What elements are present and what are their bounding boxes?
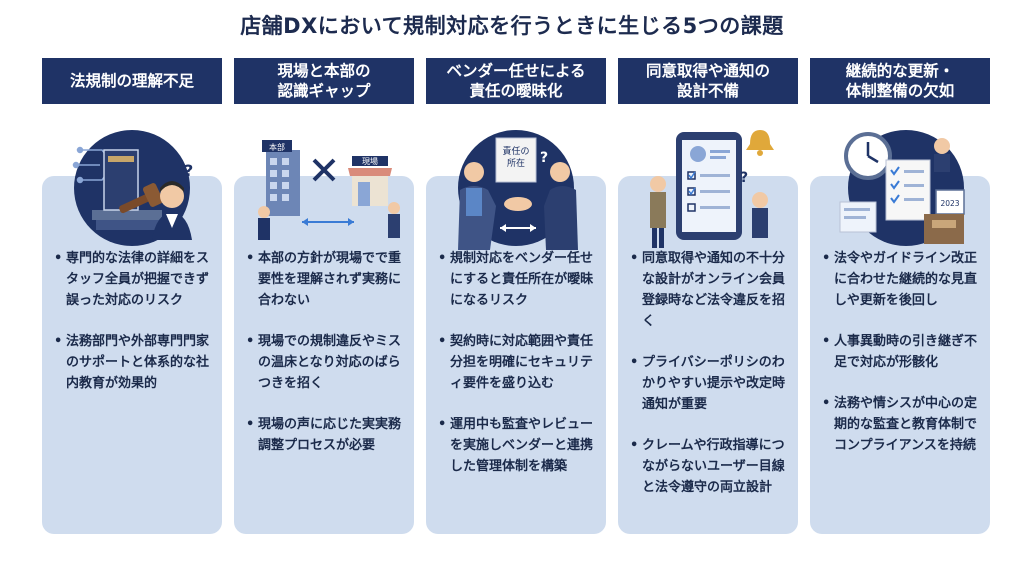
bullet-item: クレームや行政指導につながらないユーザー目線と法令遵守の両立設計 xyxy=(630,435,792,498)
bullet-item: プライバシーポリシのわかりやすい提示や改定時通知が重要 xyxy=(630,352,792,415)
bullet-item: 専門的な法律の詳細をスタッフ全員が把握できず誤った対応のリスク xyxy=(54,248,216,311)
bullet-item: 同意取得や通知の不十分な設計がオンライン会員登録時など法令違反を招く xyxy=(630,248,792,332)
bullet-item: 人事異動時の引き継ぎ不足で対応が形骸化 xyxy=(822,331,984,373)
bullet-item: 規制対応をベンダー任せにすると責任所在が曖昧になるリスク xyxy=(438,248,600,311)
bullet-item: 現場の声に応じた実実務調整プロセスが必要 xyxy=(246,414,408,456)
bullet-item: 契約時に対応範囲や責任分担を明確にセキュリティ要件を盛り込む xyxy=(438,331,600,394)
column-header: 継続的な更新・ 体制整備の欠如 xyxy=(810,58,990,104)
doc-label-2: 所在 xyxy=(507,157,525,169)
bullet-item: 運用中も監査やレビューを実施しベンダーと連携した管理体制を構築 xyxy=(438,414,600,477)
column-vendor-responsibility: ベンダー任せによる 責任の曖昧化 責任の 所在 ? 規制対応をベンダー任せにする… xyxy=(426,58,606,568)
bullet-list: 法令やガイドライン改正に合わせた継続的な見直しや更新を後回し 人事異動時の引き継… xyxy=(822,248,984,476)
bullet-item: 法務や情シスが中心の定期的な監査と教育体制でコンプライアンスを持続 xyxy=(822,393,984,456)
handshake-illustration: 責任の 所在 ? xyxy=(436,110,596,260)
bullet-list: 本部の方針が現場でで重要性を理解されず実務に合わない 現場での規制違反やミスの温… xyxy=(246,248,408,476)
bullet-list: 専門的な法律の詳細をスタッフ全員が把握できず誤った対応のリスク 法務部門や外部専… xyxy=(54,248,216,414)
tablet-consent-illustration: ? xyxy=(628,110,788,260)
svg-text:?: ? xyxy=(184,161,193,180)
column-consent-design: 同意取得や通知の 設計不備 ? 同意取得や通知の不十分な設計がオンライン会員登録… xyxy=(618,58,798,568)
page-title: 店舗DXにおいて規制対応を行うときに生じる5つの課題 xyxy=(240,14,784,38)
doc-label-1: 責任の xyxy=(502,145,529,157)
bullet-item: 法令やガイドライン改正に合わせた継続的な見直しや更新を後回し xyxy=(822,248,984,311)
bullet-list: 規制対応をベンダー任せにすると責任所在が曖昧になるリスク 契約時に対応範囲や責任… xyxy=(438,248,600,497)
bullet-item: 法務部門や外部専門門家のサポートと体系的な社内教育が効果的 xyxy=(54,331,216,394)
bullet-list: 同意取得や通知の不十分な設計がオンライン会員登録時など法令違反を招く プライバシ… xyxy=(630,248,792,518)
column-header: 法規制の理解不足 xyxy=(42,58,222,104)
law-books-illustration: ? xyxy=(52,110,212,260)
bullet-item: 本部の方針が現場でで重要性を理解されず実務に合わない xyxy=(246,248,408,311)
bullet-item: 現場での規制違反やミスの温床となり対応のばらつきを招く xyxy=(246,331,408,394)
column-continuous-update: 継続的な更新・ 体制整備の欠如 2023 法令やガイドライ xyxy=(810,58,990,568)
column-recognition-gap: 現場と本部の 認識ギャップ 本部 現場 本 xyxy=(234,58,414,568)
column-header: ベンダー任せによる 責任の曖昧化 xyxy=(426,58,606,104)
column-header: 現場と本部の 認識ギャップ xyxy=(234,58,414,104)
clock-checklist-illustration: 2023 xyxy=(820,110,980,260)
svg-text:?: ? xyxy=(540,150,548,166)
calendar-year: 2023 xyxy=(940,199,959,208)
store-label: 現場 xyxy=(362,156,378,166)
hq-store-gap-illustration: 本部 現場 xyxy=(244,110,404,260)
column-legal-understanding: 法規制の理解不足 ? 専門的な法律の詳細をスタッフ全員が把握できず誤 xyxy=(42,58,222,568)
column-header: 同意取得や通知の 設計不備 xyxy=(618,58,798,104)
svg-text:?: ? xyxy=(740,170,748,186)
hq-label: 本部 xyxy=(269,142,285,152)
